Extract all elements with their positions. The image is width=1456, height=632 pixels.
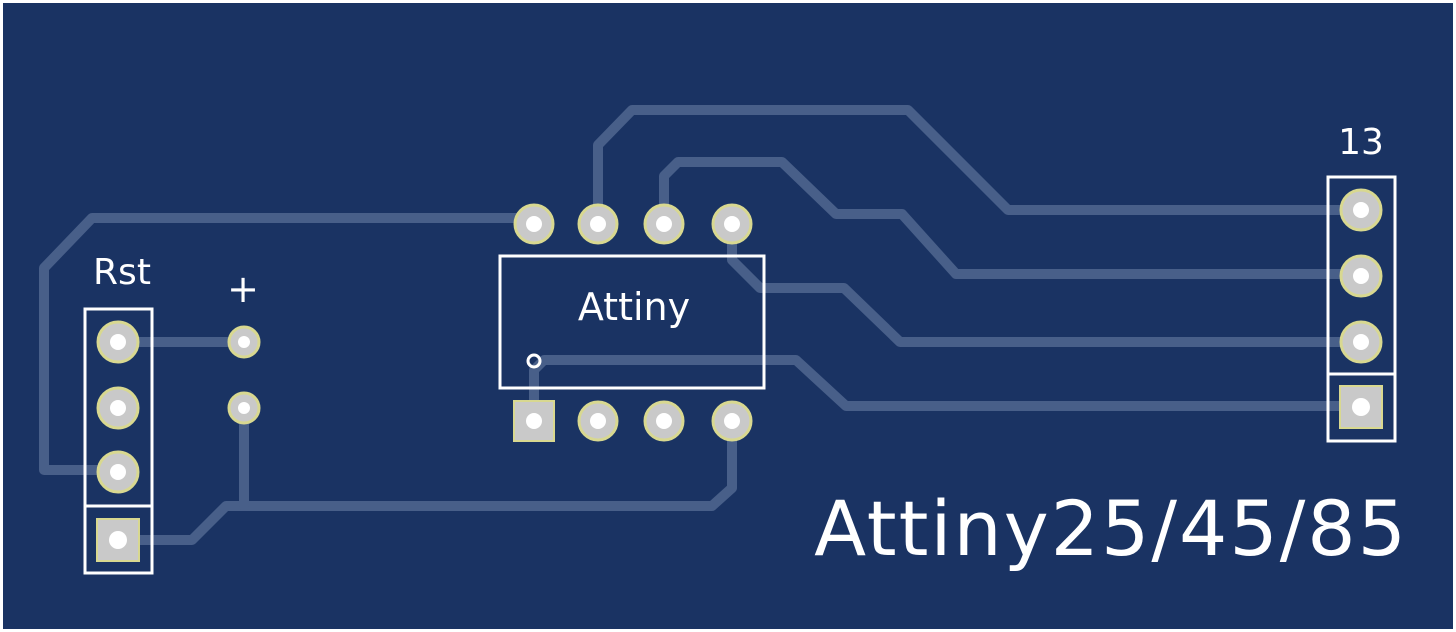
pad-hole [1353,268,1369,284]
ic-bottom-pads [513,400,753,442]
pads [96,188,1383,562]
pad-hole [656,216,672,232]
pad-hole [590,413,606,429]
power-pads-label: + [227,267,259,311]
pad-hole [526,216,542,232]
right-header-pads [1339,188,1383,429]
power-pads [227,325,261,425]
chip-label: Attiny [578,285,690,329]
ic-top-pads [513,203,753,245]
pad-hole [724,216,740,232]
ic-pin1-dot [526,353,542,369]
pad-hole [109,531,127,549]
pad-hole [724,413,740,429]
pad-hole [238,336,250,348]
left-header-label: Rst [93,252,151,293]
silkscreen-outlines [83,175,1397,575]
trace-pb1 [659,157,1369,279]
pad-hole [238,402,250,414]
trace-pb2 [593,105,1369,229]
board-title: Attiny25/45/85 [814,484,1408,573]
left-header-outline [83,307,154,575]
ic-body-outline [498,254,766,390]
trace-pb5 [529,355,1369,425]
right-header-label: 13 [1338,122,1384,163]
pad-hole [1353,334,1369,350]
pad-hole [110,464,126,480]
trace-pb0 [727,219,1369,347]
right-header-pad-4-square [1339,385,1383,429]
left-header-pads [96,320,140,562]
right-header-outline [1326,175,1397,443]
pad-hole [656,413,672,429]
pad-hole [526,413,542,429]
pad-hole [110,400,126,416]
pad-hole [590,216,606,232]
trace-gnd [113,415,737,545]
pad-hole [1353,202,1369,218]
pad-hole [1352,398,1370,416]
pad-hole [110,334,126,350]
